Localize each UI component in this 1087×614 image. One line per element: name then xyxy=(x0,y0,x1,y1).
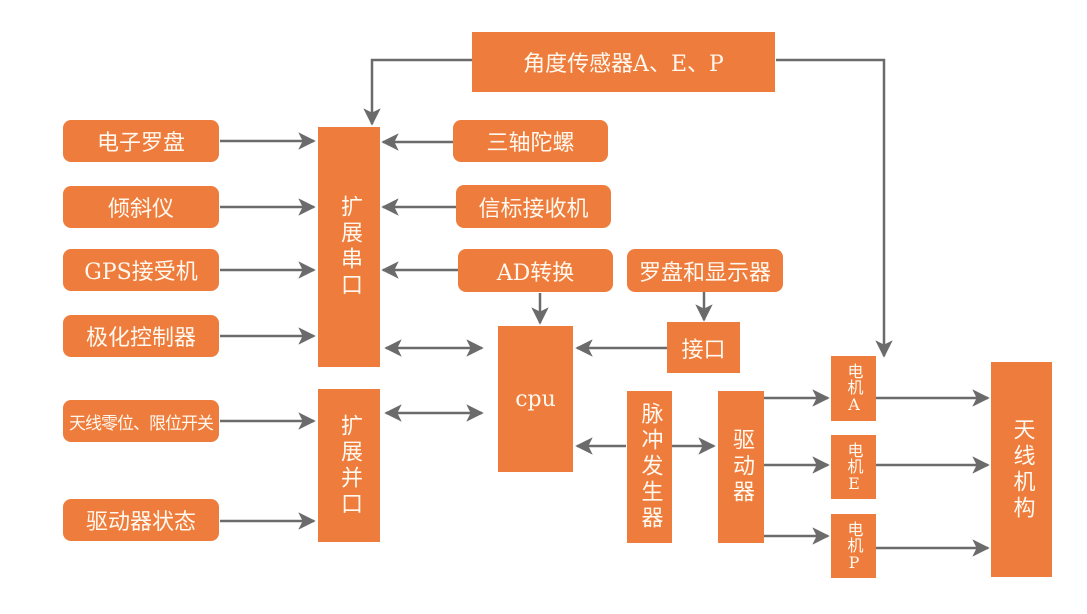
node-pulse-generator: 脉冲发生器 xyxy=(627,391,672,543)
node-antenna-limit-switch: 天线零位、限位开关 xyxy=(63,400,219,442)
node-angle-sensor: 角度传感器A、E、P xyxy=(472,32,775,92)
node-motor-p: 电机P xyxy=(831,514,876,578)
node-electronic-compass: 电子罗盘 xyxy=(63,120,219,162)
node-label: 驱动器 xyxy=(729,428,754,506)
node-gps-receiver: GPS接受机 xyxy=(63,249,219,291)
node-inclinometer: 倾斜仪 xyxy=(63,186,219,228)
node-label: 电机A xyxy=(844,363,864,414)
node-polarization-controller: 极化控制器 xyxy=(63,315,219,357)
node-label: 驱动器状态 xyxy=(85,510,196,535)
node-label: 扩展并口 xyxy=(337,413,362,518)
node-cpu: cpu xyxy=(498,326,573,472)
node-label: GPS接受机 xyxy=(84,260,198,285)
node-motor-e: 电机E xyxy=(831,435,876,499)
node-label: 极化控制器 xyxy=(85,326,196,351)
node-label: 扩展串口 xyxy=(337,195,362,299)
node-antenna-mechanism: 天线机构 xyxy=(991,362,1052,577)
node-label: 角度传感器A、E、P xyxy=(523,52,724,77)
node-ad-converter: AD转换 xyxy=(458,249,613,292)
node-label: 脉冲发生器 xyxy=(637,402,663,532)
node-motor-a: 电机A xyxy=(831,356,876,421)
node-label: 倾斜仪 xyxy=(107,197,174,222)
node-label: 电子罗盘 xyxy=(96,131,185,156)
node-three-axis-gyro: 三轴陀螺 xyxy=(453,120,608,162)
node-driver-status: 驱动器状态 xyxy=(63,499,219,541)
node-interface: 接口 xyxy=(667,322,740,373)
node-label: 信标接收机 xyxy=(478,196,589,222)
node-compass-display: 罗盘和显示器 xyxy=(627,249,783,292)
node-label: 电机E xyxy=(844,441,864,493)
edge-angle-sensor-to-motor-a xyxy=(776,58,893,358)
node-beacon-receiver: 信标接收机 xyxy=(456,185,611,228)
node-label: 电机P xyxy=(844,520,864,572)
node-label: 天线机构 xyxy=(1009,417,1035,522)
node-label: AD转换 xyxy=(496,260,575,286)
edge-angle-sensor-to-serial xyxy=(363,58,472,126)
node-parallel-expansion: 扩展并口 xyxy=(318,389,380,542)
node-serial-expansion: 扩展串口 xyxy=(318,127,380,367)
node-label: 接口 xyxy=(681,337,726,363)
node-label: 罗盘和显示器 xyxy=(638,260,771,286)
node-label: 三轴陀螺 xyxy=(486,131,575,156)
node-label: cpu xyxy=(515,386,556,412)
node-label: 天线零位、限位开关 xyxy=(69,413,214,434)
node-driver: 驱动器 xyxy=(718,391,764,543)
